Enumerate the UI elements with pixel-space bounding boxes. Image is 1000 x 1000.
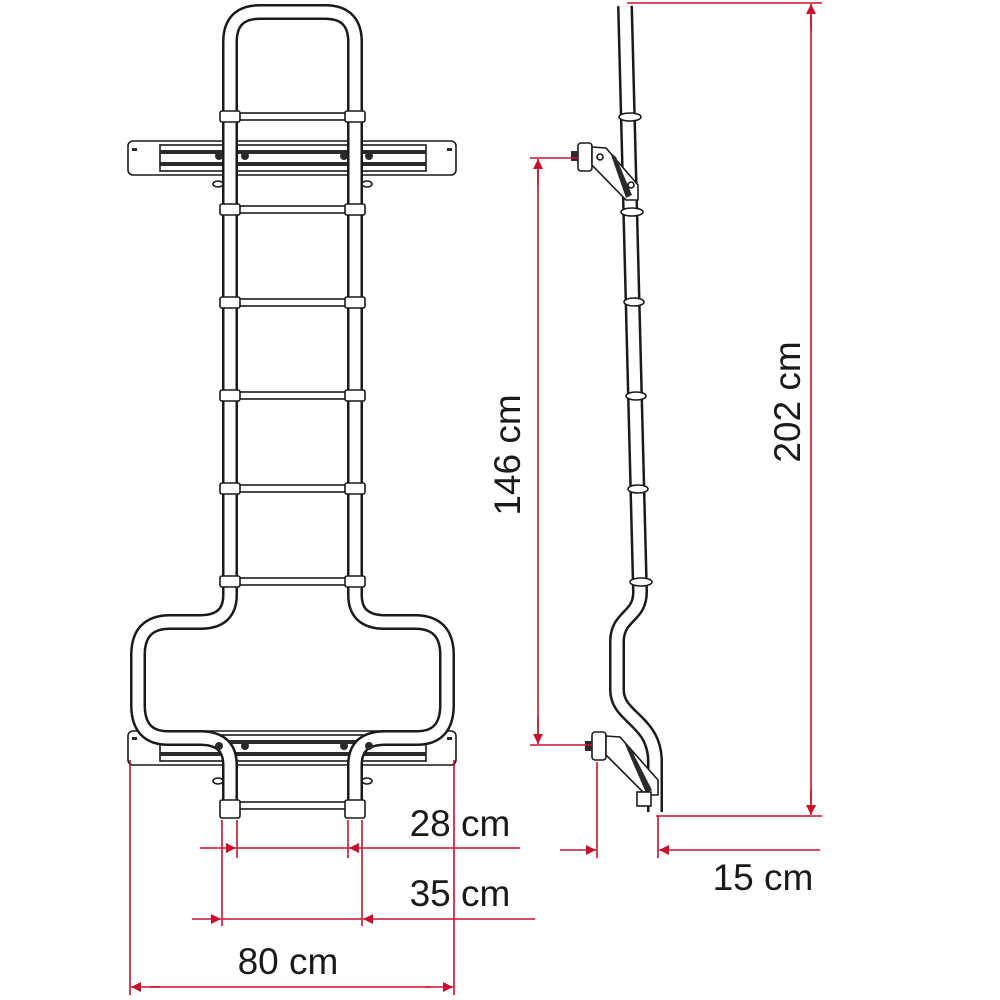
ladder-rungs [219,110,366,819]
top-mounting-rail [127,140,457,176]
dimension-15cm: 15 cm [560,762,820,898]
clamp-knobs [212,152,373,785]
side-view-ladder [571,5,663,812]
height-label: 202 cm [767,341,808,462]
bottom-side-bracket [585,731,659,807]
top-side-bracket [571,142,639,201]
inner-width-label: 28 cm [410,803,511,844]
outer-width-label: 35 cm [410,873,511,914]
bracket-width-label: 80 cm [238,941,339,982]
dimension-28cm: 28 cm [200,803,520,858]
dimension-35cm: 35 cm [192,820,535,926]
side-rungs [618,112,653,587]
ladder-frame [130,4,455,812]
offset-label: 15 cm [713,857,814,898]
dimension-146cm: 146 cm [487,157,592,746]
dimension-202cm: 202 cm [627,2,822,817]
front-view-ladder [127,4,457,819]
dimension-80cm: 80 cm [129,760,455,995]
bracket-spacing-label: 146 cm [487,394,528,515]
